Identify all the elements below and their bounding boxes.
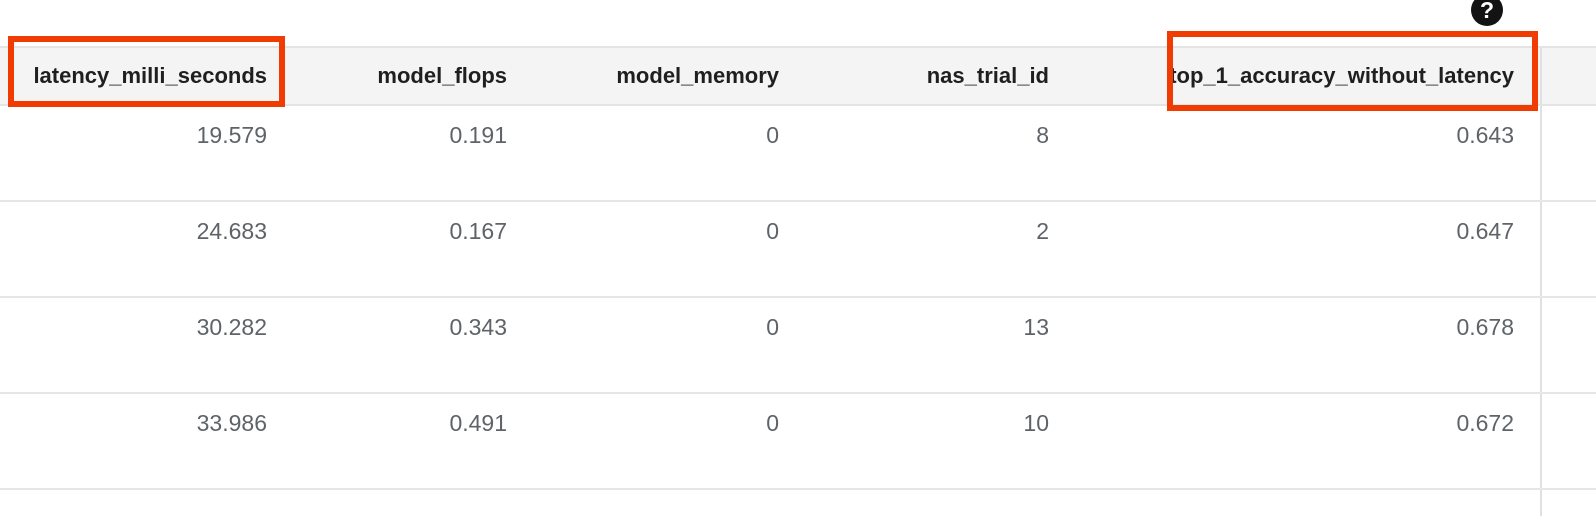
cell-latency-milli-seconds: 19.579 [0, 105, 293, 202]
cell-overflow [1540, 105, 1596, 202]
column-header-latency-milli-seconds[interactable]: latency_milli_seconds [0, 46, 293, 106]
cell-overflow [1540, 297, 1596, 394]
cell-model-memory: 0 [533, 297, 805, 394]
table-header-row: latency_milli_seconds model_flops model_… [0, 46, 1596, 106]
cell-top-1-accuracy-without-latency: 0.647 [1075, 201, 1541, 298]
cell-model-memory: 0 [533, 393, 805, 490]
table-row[interactable]: 33.986 0.491 0 10 0.672 [0, 393, 1596, 490]
table-row[interactable] [0, 489, 1596, 516]
cell-model-flops [293, 489, 533, 516]
cell-top-1-accuracy-without-latency: 0.672 [1075, 393, 1541, 490]
table-body: 19.579 0.191 0 8 0.643 24.683 0.167 0 2 … [0, 105, 1596, 516]
cell-latency-milli-seconds: 30.282 [0, 297, 293, 394]
cell-nas-trial-id: 10 [805, 393, 1075, 490]
help-circle-icon[interactable]: ? [1471, 0, 1503, 26]
column-header-top-1-accuracy-without-latency[interactable]: top_1_accuracy_without_latency [1075, 46, 1541, 106]
cell-top-1-accuracy-without-latency [1075, 489, 1541, 516]
cell-model-flops: 0.343 [293, 297, 533, 394]
results-table: latency_milli_seconds model_flops model_… [0, 46, 1596, 516]
table-row[interactable]: 24.683 0.167 0 2 0.647 [0, 201, 1596, 298]
cell-top-1-accuracy-without-latency: 0.643 [1075, 105, 1541, 202]
cell-overflow [1540, 489, 1596, 516]
cell-model-flops: 0.191 [293, 105, 533, 202]
cell-overflow [1540, 201, 1596, 298]
cell-nas-trial-id: 13 [805, 297, 1075, 394]
table-header: latency_milli_seconds model_flops model_… [0, 46, 1596, 106]
cell-model-memory: 0 [533, 105, 805, 202]
column-header-nas-trial-id[interactable]: nas_trial_id [805, 46, 1075, 106]
cell-top-1-accuracy-without-latency: 0.678 [1075, 297, 1541, 394]
cell-nas-trial-id: 2 [805, 201, 1075, 298]
cell-overflow [1540, 393, 1596, 490]
column-header-model-memory[interactable]: model_memory [533, 46, 805, 106]
table-row[interactable]: 30.282 0.343 0 13 0.678 [0, 297, 1596, 394]
cell-nas-trial-id: 8 [805, 105, 1075, 202]
cell-latency-milli-seconds: 33.986 [0, 393, 293, 490]
column-header-model-flops[interactable]: model_flops [293, 46, 533, 106]
cell-model-memory: 0 [533, 201, 805, 298]
cell-latency-milli-seconds: 24.683 [0, 201, 293, 298]
cell-model-flops: 0.167 [293, 201, 533, 298]
cell-nas-trial-id [805, 489, 1075, 516]
table-row[interactable]: 19.579 0.191 0 8 0.643 [0, 105, 1596, 202]
column-header-overflow[interactable] [1540, 46, 1596, 106]
cell-latency-milli-seconds [0, 489, 293, 516]
cell-model-memory [533, 489, 805, 516]
cell-model-flops: 0.491 [293, 393, 533, 490]
